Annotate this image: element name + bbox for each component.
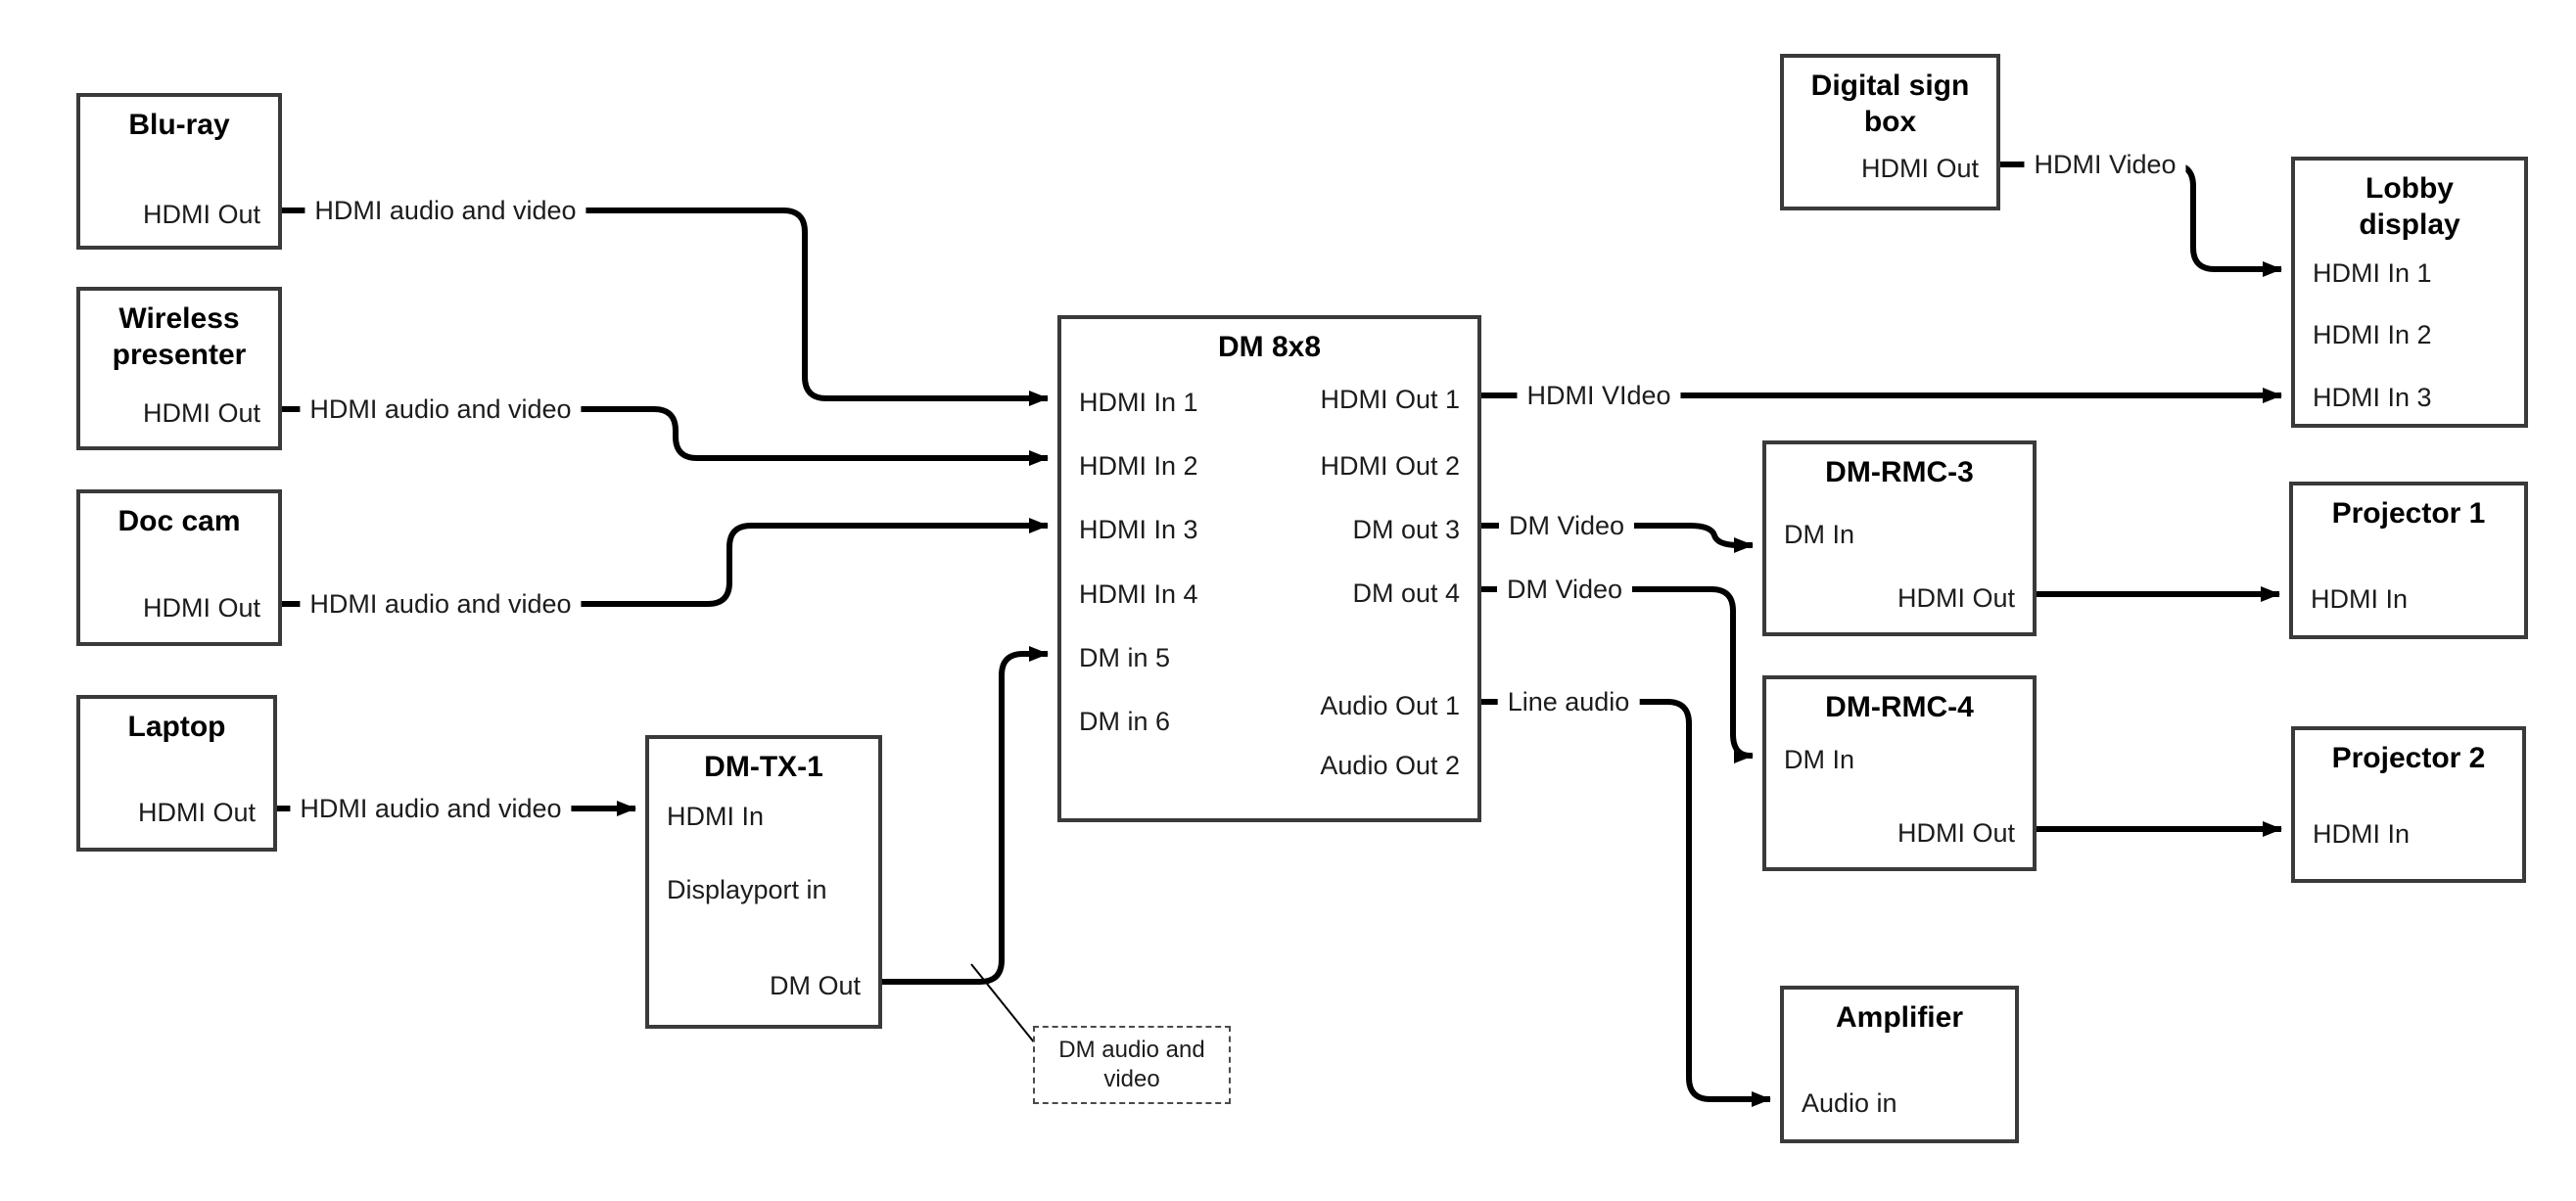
node-title-line: DM-TX-1 [704,751,823,783]
wire-label: DM Video [1498,508,1635,543]
port-doc-cam-hdmi-out: HDMI Out [142,593,260,623]
node-dm-rmc-4: DM-RMC-4 DM In HDMI Out [1762,675,2037,871]
node-title-wireless-presenter: Wireless presenter [80,300,278,373]
callout-line: DM audio and [1058,1037,1205,1063]
node-title-line: DM-RMC-4 [1825,691,1974,723]
node-title-dm-rmc-4: DM-RMC-4 [1766,689,2033,725]
port-bluray-hdmi-out: HDMI Out [142,200,260,229]
port-dm-8x8-dm-out-4: DM out 4 [1352,578,1460,608]
port-digital-sign-box-hdmi-out: HDMI Out [1860,154,1979,183]
wire-doccam-to-dm8x8-hdmi-in-3 [282,518,1049,607]
node-title-line: presenter [112,339,247,371]
wire-label: HDMI audio and video [304,193,586,228]
wire-label: HDMI audio and video [300,586,582,622]
node-title-dm-tx-1: DM-TX-1 [649,749,878,785]
node-title-line: display [2359,208,2460,241]
wire-label: HDMI VIdeo [1517,378,1681,413]
node-title-digital-sign-box: Digital sign box [1784,68,1996,140]
node-projector-2: Projector 2 HDMI In [2291,726,2526,883]
port-projector-1-hdmi-in: HDMI In [2311,584,2409,614]
port-dm-8x8-hdmi-in-1: HDMI In 1 [1079,388,1198,417]
port-projector-2-hdmi-in: HDMI In [2313,819,2411,849]
callout-line: video [1103,1066,1160,1092]
node-title-line: Projector 1 [2331,497,2486,530]
node-title-bluray: Blu-ray [80,107,278,143]
node-title-line: DM-RMC-3 [1825,456,1974,488]
node-projector-1: Projector 1 HDMI In [2289,482,2528,639]
port-dm-8x8-hdmi-out-1: HDMI Out 1 [1320,385,1460,414]
node-title-line: Digital sign [1810,69,1970,102]
wire-label: Line audio [1497,684,1640,719]
port-dm-8x8-dm-out-3: DM out 3 [1352,515,1460,544]
node-dm-rmc-3: DM-RMC-3 DM In HDMI Out [1762,440,2037,636]
wire-dm8x8-dm-out-3-to-dmrmc3-dm-in [1481,523,1754,553]
port-dm-8x8-audio-out-2: Audio Out 2 [1320,751,1460,780]
wire-dm8x8-audio-out-1-to-amplifier [1481,699,1771,1107]
port-dm-8x8-hdmi-out-2: HDMI Out 2 [1320,451,1460,481]
port-dm-8x8-hdmi-in-4: HDMI In 4 [1079,579,1198,609]
port-dm-rmc-3-dm-in: DM In [1784,520,1855,549]
port-dm-8x8-hdmi-in-2: HDMI In 2 [1079,451,1198,481]
node-title-line: Blu-ray [128,109,230,141]
node-title-line: box [1863,106,1917,138]
wire-dmtx1-dmout-to-dm8x8-dm-in-5 [882,646,1049,985]
port-lobby-display-hdmi-in-1: HDMI In 1 [2313,258,2432,288]
node-title-dm-8x8: DM 8x8 [1061,329,1477,365]
node-title-projector-2: Projector 2 [2295,740,2522,776]
port-laptop-hdmi-out: HDMI Out [137,798,256,827]
node-title-projector-1: Projector 1 [2293,495,2524,531]
node-title-line: Amplifier [1835,1001,1964,1034]
port-dm-tx-1-hdmi-in: HDMI In [667,802,765,831]
port-dm-8x8-dm-in-6: DM in 6 [1079,707,1171,736]
port-lobby-display-hdmi-in-2: HDMI In 2 [2313,320,2432,349]
wire-label: HDMI audio and video [290,791,572,826]
port-dm-8x8-audio-out-1: Audio Out 1 [1320,691,1460,720]
port-dm-rmc-3-hdmi-out: HDMI Out [1897,583,2015,613]
node-title-line: Lobby [2365,172,2454,205]
wire-bluray-to-dm8x8-hdmi-in-1 [282,208,1049,406]
port-amplifier-audio-in: Audio in [1802,1088,1897,1118]
wire-label: HDMI Video [2024,147,2186,182]
node-title-amplifier: Amplifier [1784,999,2015,1036]
wire-label: HDMI audio and video [300,392,582,427]
port-dm-rmc-4-hdmi-out: HDMI Out [1897,818,2015,848]
port-dm-rmc-4-dm-in: DM In [1784,745,1855,774]
node-title-dm-rmc-3: DM-RMC-3 [1766,454,2033,490]
port-lobby-display-hdmi-in-3: HDMI In 3 [2313,383,2432,412]
wire-dm8x8-dm-out-4-to-dmrmc4-dm-in [1481,586,1754,763]
node-title-line: Projector 2 [2331,742,2486,774]
port-wireless-presenter-hdmi-out: HDMI Out [142,398,260,428]
node-title-line: Laptop [127,711,226,743]
node-title-line: Doc cam [117,505,241,537]
wire-label: DM Video [1496,572,1633,607]
callout-leader-line [970,963,1036,1044]
port-dm-tx-1-displayport-in: Displayport in [667,875,827,904]
port-dm-8x8-hdmi-in-3: HDMI In 3 [1079,515,1198,544]
node-title-laptop: Laptop [80,709,273,745]
port-dm-8x8-dm-in-5: DM in 5 [1079,643,1171,672]
wire-wireless-to-dm8x8-hdmi-in-2 [282,406,1049,466]
port-dm-tx-1-dm-out: DM Out [769,971,861,1000]
node-title-doc-cam: Doc cam [80,503,278,539]
callout-dm-audio-and-video: DM audio and video [1033,1026,1231,1104]
node-title-line: DM 8x8 [1217,331,1322,363]
node-title-line: Wireless [118,302,240,335]
